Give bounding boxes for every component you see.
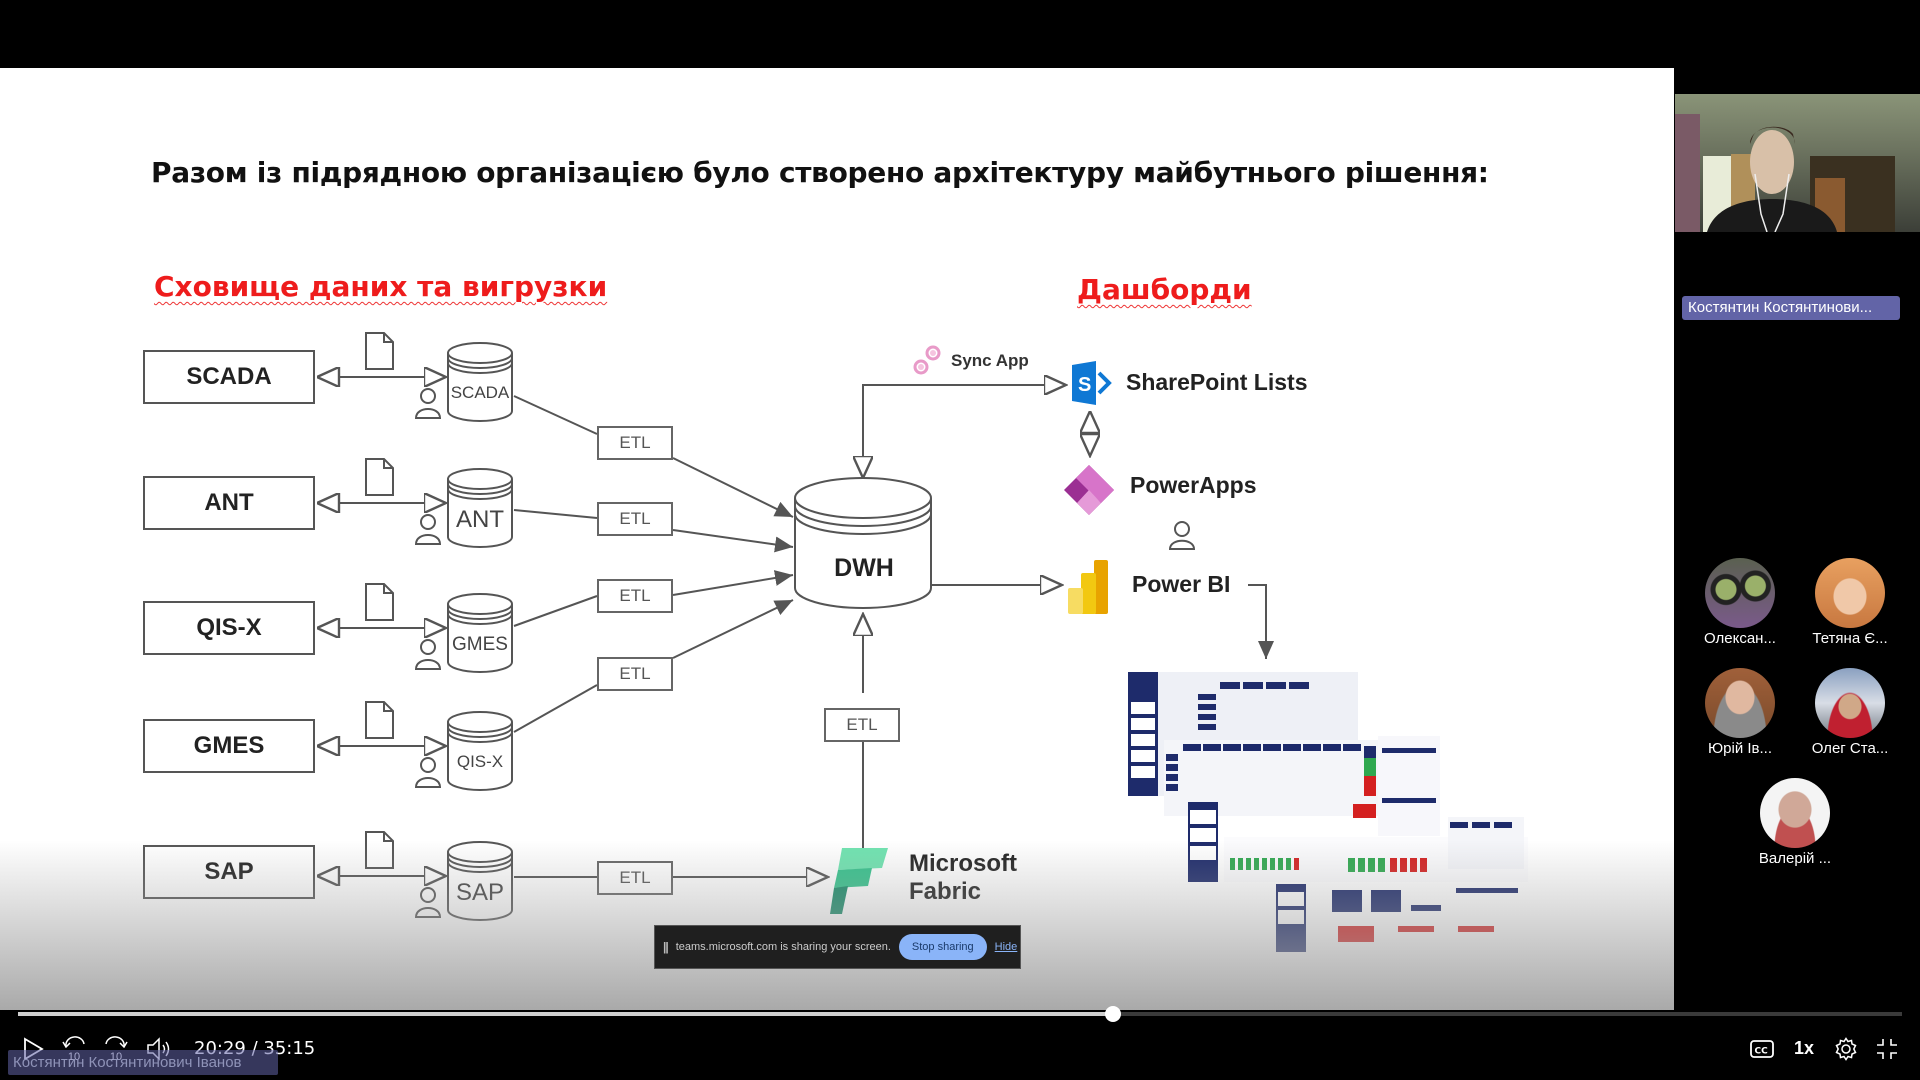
- fabric-label: Microsoft Fabric: [909, 850, 1017, 906]
- sync-app-label: Sync App: [951, 351, 1029, 370]
- settings-gear-icon[interactable]: [1834, 1037, 1858, 1061]
- participant-avatar: [1815, 558, 1885, 628]
- drag-handle-icon[interactable]: ||: [663, 940, 669, 954]
- seek-bar[interactable]: [18, 1012, 1902, 1016]
- database-label: SAP: [455, 879, 505, 906]
- source-box-ant: ANT: [143, 476, 315, 530]
- presenter-video-frame: [1675, 114, 1895, 232]
- powerbi-icon: [1068, 560, 1108, 614]
- playback-speed-button[interactable]: 1x: [1794, 1038, 1815, 1058]
- participant-tile[interactable]: Олег Ста...: [1795, 668, 1905, 757]
- participant-name: Олег Ста...: [1811, 740, 1889, 757]
- participant-tile[interactable]: Валерій ...: [1740, 778, 1850, 867]
- user-icon: [414, 388, 442, 419]
- dashboard-screenshots: [1128, 672, 1528, 952]
- shared-slide: Разом із підрядною організацією було ств…: [0, 68, 1674, 1010]
- participant-name: Тетяна Є...: [1812, 630, 1888, 647]
- slide-title: Разом із підрядною організацією було ств…: [151, 156, 1489, 189]
- user-icon: [414, 514, 442, 545]
- exit-fullscreen-icon[interactable]: [1876, 1038, 1898, 1060]
- participant-tile[interactable]: Олексан...: [1685, 558, 1795, 647]
- rewind-icon: [62, 1036, 85, 1049]
- database-label: ANT: [456, 506, 504, 533]
- database-cylinder-icon: [447, 711, 513, 791]
- etl-box: ETL: [597, 657, 673, 691]
- database-cylinder-icon: [447, 593, 513, 673]
- user-icon: [414, 639, 442, 670]
- etl-box: ETL: [597, 502, 673, 536]
- presenter-video: [1675, 94, 1920, 232]
- caption-speaker-name: Костянтин Костянтинович Іванов: [8, 1050, 278, 1075]
- file-icon: [365, 332, 394, 370]
- fabric-label-line2: Fabric: [909, 878, 982, 905]
- file-icon: [365, 831, 394, 869]
- participant-avatar: [1705, 668, 1775, 738]
- dashboards-section-title: Дашборди: [1077, 273, 1252, 306]
- participant-avatar: [1760, 778, 1830, 848]
- sharepoint-label: SharePoint Lists: [1126, 369, 1308, 395]
- dwh-label: DWH: [834, 554, 894, 582]
- participant-tile[interactable]: Юрій Ів...: [1685, 668, 1795, 757]
- source-box-gmes: GMES: [143, 719, 315, 773]
- database-cylinder-icon: [447, 468, 513, 548]
- powerbi-label: Power BI: [1132, 571, 1231, 597]
- sharepoint-icon: S: [1072, 361, 1112, 405]
- user-icon: [414, 887, 442, 918]
- participant-avatar: [1815, 668, 1885, 738]
- seek-handle[interactable]: [1104, 1006, 1121, 1022]
- database-label: QIS-X: [456, 752, 504, 771]
- dwh-cylinder-icon: [794, 477, 932, 609]
- file-icon: [365, 583, 394, 621]
- powerapps-label: PowerApps: [1130, 472, 1257, 498]
- file-icon: [365, 458, 394, 496]
- participant-name: Юрій Ів...: [1707, 740, 1772, 757]
- storage-section-title: Сховище даних та вигрузки: [154, 270, 608, 303]
- user-icon: [1168, 521, 1196, 550]
- fast-forward-icon: [105, 1036, 128, 1049]
- fabric-label-line1: Microsoft: [909, 850, 1017, 877]
- share-message: teams.microsoft.com is sharing your scre…: [675, 941, 891, 953]
- etl-box: ETL: [597, 861, 673, 895]
- source-box-qisx: QIS-X: [143, 601, 315, 655]
- svg-text:S: S: [1078, 374, 1091, 396]
- participant-avatar: [1705, 558, 1775, 628]
- hide-link[interactable]: Hide: [994, 941, 1018, 953]
- source-box-scada: SCADA: [143, 350, 315, 404]
- screen-share-notification: || teams.microsoft.com is sharing your s…: [654, 925, 1021, 969]
- participant-tile[interactable]: Тетяна Є...: [1795, 558, 1905, 647]
- source-box-sap: SAP: [143, 845, 315, 899]
- database-label: GMES: [452, 634, 508, 655]
- closed-captions-icon[interactable]: CC: [1750, 1039, 1774, 1059]
- etl-box: ETL: [597, 579, 673, 613]
- presenter-name-tag: Костянтин Костянтинови...: [1682, 296, 1900, 320]
- user-icon: [414, 757, 442, 788]
- file-icon: [365, 701, 394, 739]
- participant-name: Валерій ...: [1758, 850, 1832, 867]
- participant-name: Олексан...: [1704, 630, 1776, 647]
- sync-app-gears-icon: [913, 345, 941, 375]
- database-label: SCADA: [450, 383, 510, 402]
- etl-box: ETL: [597, 426, 673, 460]
- microsoft-fabric-icon: [830, 848, 888, 914]
- etl-box-fabric: ETL: [824, 708, 900, 742]
- svg-text:CC: CC: [1755, 1047, 1769, 1057]
- seek-bar-played: [18, 1012, 1113, 1016]
- powerapps-icon: [1064, 465, 1114, 515]
- stop-sharing-button[interactable]: Stop sharing: [898, 934, 987, 960]
- database-cylinder-icon: [447, 342, 513, 422]
- dashboard-collage-image: [1128, 672, 1528, 952]
